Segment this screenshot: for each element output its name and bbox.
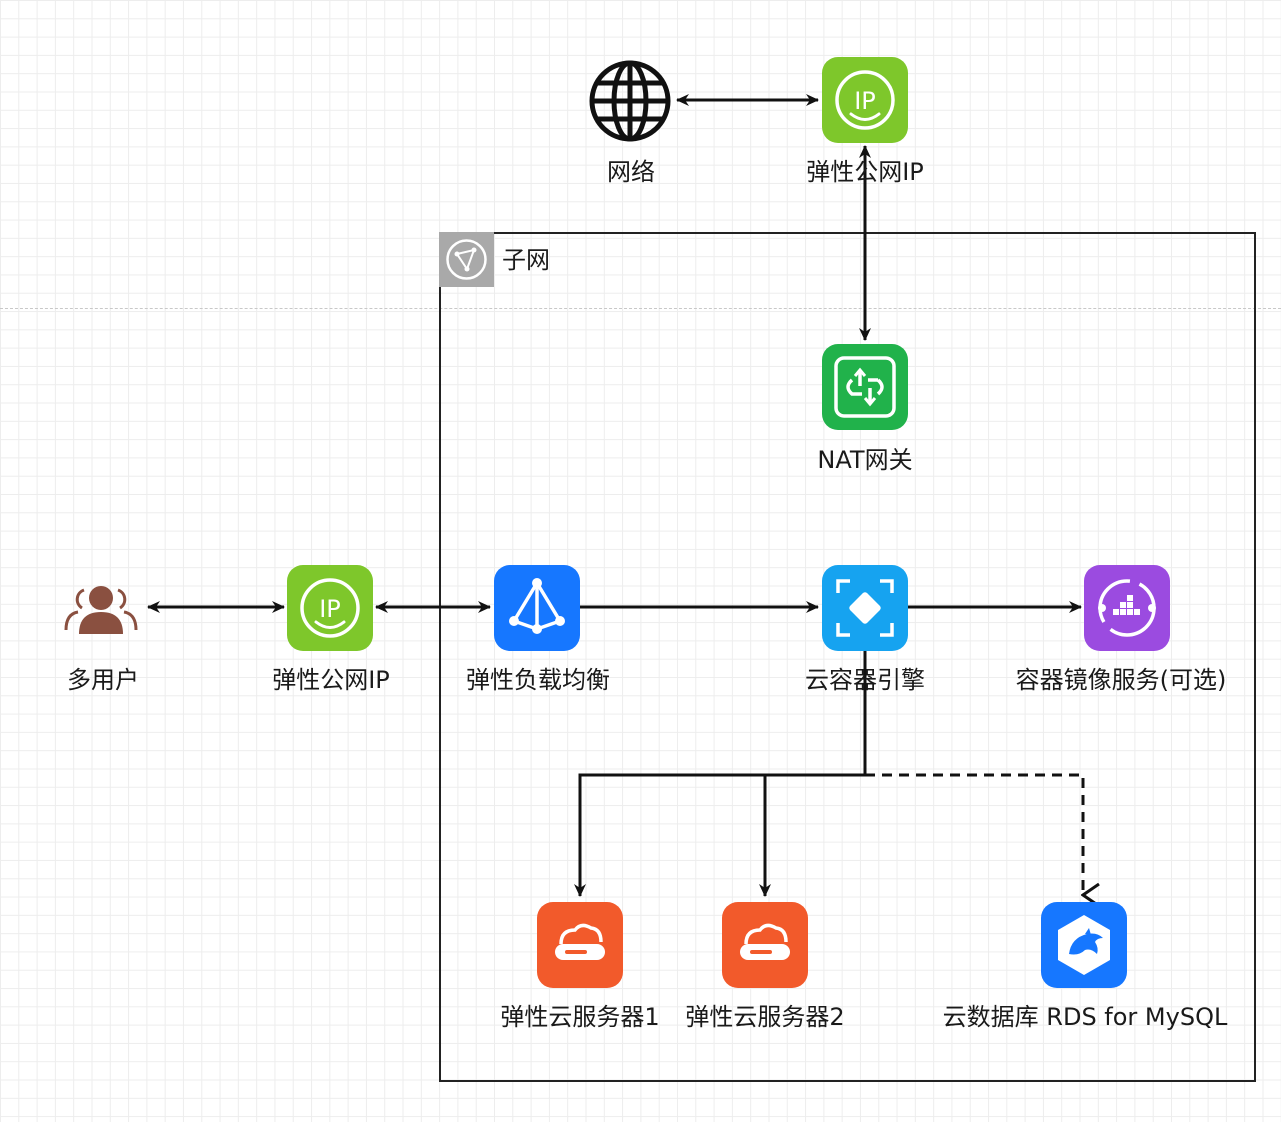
users-icon [62, 582, 140, 638]
rds-mysql-node[interactable] [1041, 902, 1127, 988]
eip-icon: IP [835, 70, 895, 130]
eip-icon: IP [300, 578, 360, 638]
globe-icon [587, 58, 673, 144]
container-registry-label: 容器镜像服务(可选) [1015, 666, 1227, 694]
eip-left-node[interactable]: IP [287, 565, 373, 651]
nat-gateway-node[interactable] [822, 344, 908, 430]
container-engine-node[interactable] [822, 565, 908, 651]
ecs-1-label: 弹性云服务器1 [500, 1003, 660, 1031]
ecs-2-node[interactable] [722, 902, 808, 988]
page-break-line [0, 308, 1281, 309]
eip-left-label: 弹性公网IP [272, 666, 390, 694]
ecs-1-node[interactable] [537, 902, 623, 988]
server-icon [740, 923, 790, 960]
subnet-icon [439, 232, 494, 287]
edge-cce-rds-dashed [865, 773, 1083, 895]
nat-gateway-icon [834, 356, 896, 418]
subnet-container [439, 232, 1256, 1082]
container-registry-node[interactable] [1084, 565, 1170, 651]
edge-cce-ecs1 [574, 650, 867, 897]
rds-mysql-label: 云数据库 RDS for MySQL [942, 1003, 1228, 1031]
load-balancer-node[interactable] [494, 565, 580, 651]
load-balancer-icon [509, 578, 565, 634]
internet-label: 网络 [607, 158, 655, 186]
container-engine-icon [836, 579, 894, 637]
load-balancer-label: 弹性负载均衡 [466, 666, 610, 694]
svg-text:IP: IP [854, 87, 876, 115]
users-label: 多用户 [67, 666, 139, 694]
svg-text:IP: IP [319, 595, 341, 623]
container-engine-label: 云容器引擎 [805, 666, 925, 694]
container-registry-icon [1098, 579, 1156, 637]
nat-gateway-label: NAT网关 [817, 446, 913, 474]
eip-top-label: 弹性公网IP [806, 158, 924, 186]
eip-top-node[interactable]: IP [822, 57, 908, 143]
mysql-dolphin-icon [1058, 915, 1110, 975]
subnet-label: 子网 [502, 246, 550, 274]
ecs-2-label: 弹性云服务器2 [685, 1003, 845, 1031]
server-icon [555, 923, 605, 960]
